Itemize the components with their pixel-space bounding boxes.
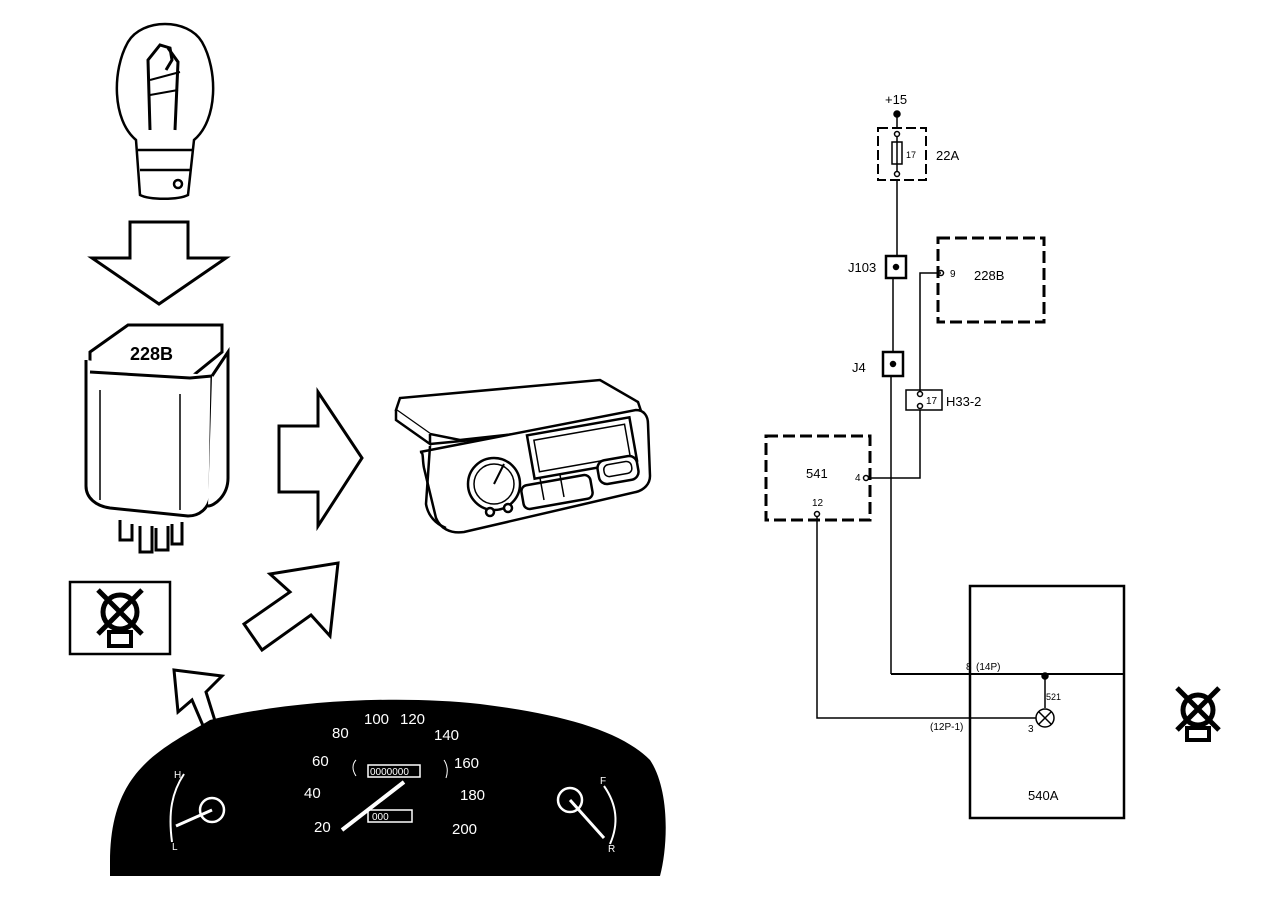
speed-80: 80 [332, 725, 349, 742]
speed-40: 40 [304, 785, 321, 802]
speedometer [340, 759, 448, 832]
right-turn-icon [461, 706, 480, 726]
brake-wear-indicator-icon [210, 730, 222, 742]
cluster-pin-8-conn: (14P) [976, 662, 1000, 673]
cluster-540a [968, 584, 1126, 820]
module-228b [936, 236, 1046, 324]
trip-readout: 000 [372, 812, 389, 823]
display-unit-illustration [394, 378, 652, 534]
indicator-icons [210, 706, 571, 758]
relay-label: 228B [130, 344, 173, 364]
brake-wear-symbol-icon [1175, 686, 1221, 742]
instrument-cluster: H L 20 40 60 80 100 120 140 160 180 200 … [110, 699, 666, 876]
arrow-right-icon [277, 387, 364, 532]
speed-200: 200 [452, 821, 477, 838]
module-228b-pin: 9 [950, 269, 956, 280]
left-turn-icon [302, 706, 321, 726]
cluster-pin-8: 8 [966, 662, 972, 673]
module-541-label: 541 [806, 466, 828, 481]
junction-j4-label: J4 [852, 360, 866, 375]
rear-fog-icon [266, 719, 284, 731]
junction-j103 [884, 254, 908, 280]
speed-20: 20 [314, 819, 331, 836]
module-541 [764, 434, 872, 522]
battery-icon [555, 737, 571, 747]
brake-warning-icon [499, 715, 513, 729]
arrow-down-icon [87, 220, 231, 306]
module-541-pin-4: 4 [855, 473, 861, 484]
arrow-down-left-icon [241, 561, 340, 653]
junction-j103-label: J103 [848, 260, 876, 275]
junction-j4 [881, 350, 905, 378]
cluster-540a-label: 540A [1028, 788, 1059, 803]
seatbelt-icon [272, 742, 284, 756]
module-228b-label: 228B [974, 268, 1004, 283]
connector-h33-2 [905, 389, 943, 411]
module-541-pin-12: 12 [812, 498, 824, 509]
fog-lamp-icon [245, 719, 256, 737]
abs-warning-icon [500, 742, 512, 754]
odometer-readout: 0000000 [370, 767, 409, 778]
lamp-label: 521 [1046, 692, 1061, 702]
warning-lamp-box [68, 580, 172, 656]
bulb-illustration [115, 22, 215, 200]
fuel-full-label: F [600, 776, 606, 787]
temp-low-label: L [172, 842, 178, 853]
temperature-gauge [169, 773, 226, 843]
fuel-gauge [556, 785, 617, 845]
cluster-pin-12p-conn: (12P-1) [930, 722, 963, 733]
fuel-reserve-label: R [608, 844, 615, 855]
wiring-schematic [764, 110, 1126, 820]
warning-lamp-symbol [1035, 708, 1055, 728]
fuse-label: 22A [936, 148, 959, 163]
temp-hot-label: H [174, 770, 181, 781]
speed-120: 120 [400, 711, 425, 728]
speed-160: 160 [454, 755, 479, 772]
speed-60: 60 [312, 753, 329, 770]
lights-icon [242, 746, 254, 758]
speed-180: 180 [460, 787, 485, 804]
fuse-number: 17 [906, 150, 916, 160]
h33-pin-label: 17 [926, 396, 938, 407]
fuse-22a [877, 127, 927, 181]
speed-140: 140 [434, 727, 459, 744]
relay-228b [84, 323, 230, 554]
brake-wear-warning-icon [96, 588, 144, 648]
cluster-pin-3: 3 [1028, 724, 1034, 735]
supply-label: +15 [885, 92, 907, 107]
h33-label: H33-2 [946, 394, 981, 409]
speed-100: 100 [364, 711, 389, 728]
